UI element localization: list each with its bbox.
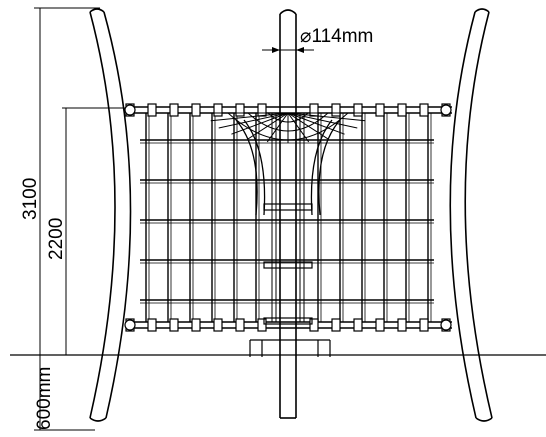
hub-spoke	[231, 112, 289, 135]
rail-clamp	[331, 103, 341, 117]
hub-spoke	[287, 112, 310, 143]
underground-dimension	[34, 355, 95, 431]
hub-spoke	[266, 112, 289, 143]
rail-clamp	[419, 103, 429, 117]
rail-clamp	[397, 318, 407, 332]
rail-end-cap	[124, 319, 136, 331]
rail-clamp	[353, 318, 363, 332]
hub-spoke	[287, 112, 345, 135]
rope-net-grid	[140, 113, 434, 322]
rail-clamp	[309, 103, 319, 117]
rail-clamp	[353, 103, 363, 117]
rail-clamp	[375, 103, 385, 117]
hub-spoke	[287, 112, 358, 129]
rail-clamp	[235, 103, 245, 117]
net-height-dimension	[62, 107, 135, 355]
rail-clamp	[191, 318, 201, 332]
right-curved-post	[449, 8, 493, 422]
rail-clamp	[147, 318, 157, 332]
rail-end-cap	[124, 104, 136, 116]
center-climbing-steps	[263, 203, 313, 325]
top-net-hub	[208, 112, 368, 143]
hub-spoke	[210, 112, 289, 122]
underground-depth-label: 600mm	[34, 367, 55, 430]
hub-ring	[227, 112, 349, 141]
rail-clamp	[235, 318, 245, 332]
rail-clamp	[213, 318, 223, 332]
rail-end-cap	[440, 319, 452, 331]
rail-clamp	[147, 103, 157, 117]
pole-diameter-label: ⌀114mm	[300, 26, 373, 47]
rail-clamp	[169, 318, 179, 332]
hub-spoke	[218, 112, 289, 129]
pole-diameter-arrow	[262, 47, 314, 53]
rail-clamp	[397, 103, 407, 117]
inner-curved-arms	[235, 119, 341, 216]
left-curved-post	[89, 8, 132, 422]
rail-clamp	[169, 103, 179, 117]
rail-clamp	[191, 103, 201, 117]
rail-clamp	[257, 318, 267, 332]
total-height-dimension	[34, 7, 100, 356]
rail-clamp	[257, 103, 267, 117]
total-height-label: 3100	[20, 178, 41, 220]
rail-clamps	[124, 103, 452, 332]
rail-clamp	[331, 318, 341, 332]
net-height-label: 2200	[46, 218, 67, 260]
rail-clamp	[213, 103, 223, 117]
rail-end-cap	[440, 104, 452, 116]
hub-ring	[247, 112, 329, 132]
hub-ring	[267, 112, 309, 123]
rail-clamp	[419, 318, 429, 332]
base-frame	[249, 339, 331, 357]
hub-spoke	[287, 112, 366, 122]
rail-clamp	[309, 318, 319, 332]
center-pole	[279, 9, 297, 419]
rail-clamp	[375, 318, 385, 332]
